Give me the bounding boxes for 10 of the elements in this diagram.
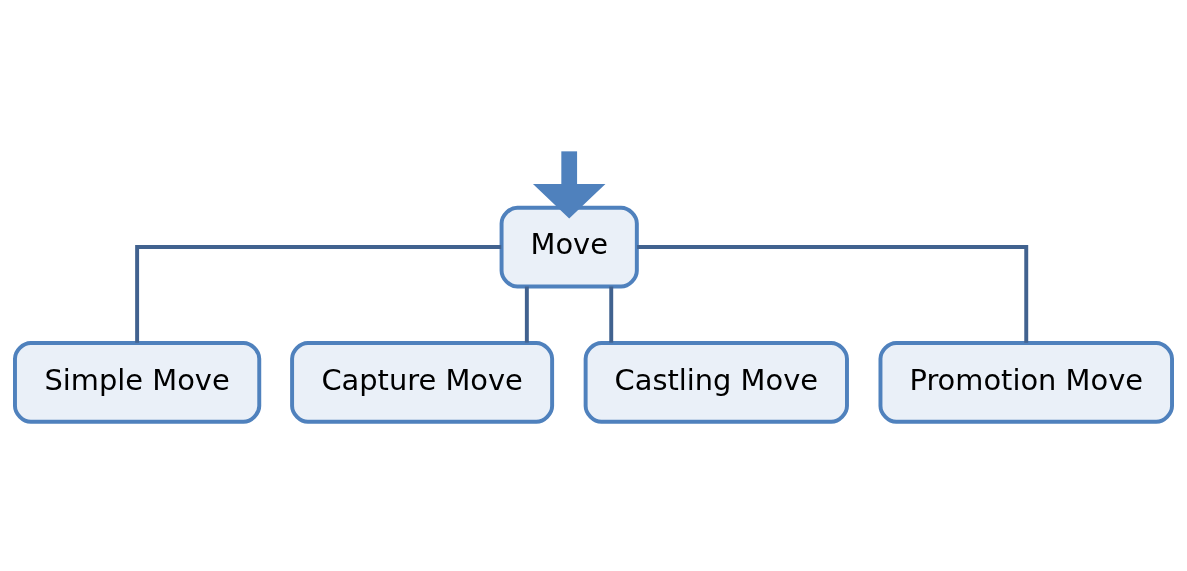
connector <box>524 286 529 343</box>
connector <box>637 244 1029 343</box>
connector <box>609 286 614 343</box>
node-box: Castling Move <box>583 340 849 424</box>
connector <box>135 244 502 343</box>
node-box: Capture Move <box>290 340 555 424</box>
node-box: Move <box>499 205 639 288</box>
node-box: Promotion Move <box>878 340 1174 424</box>
arrow <box>532 150 606 218</box>
node-box: Simple Move <box>13 340 262 424</box>
